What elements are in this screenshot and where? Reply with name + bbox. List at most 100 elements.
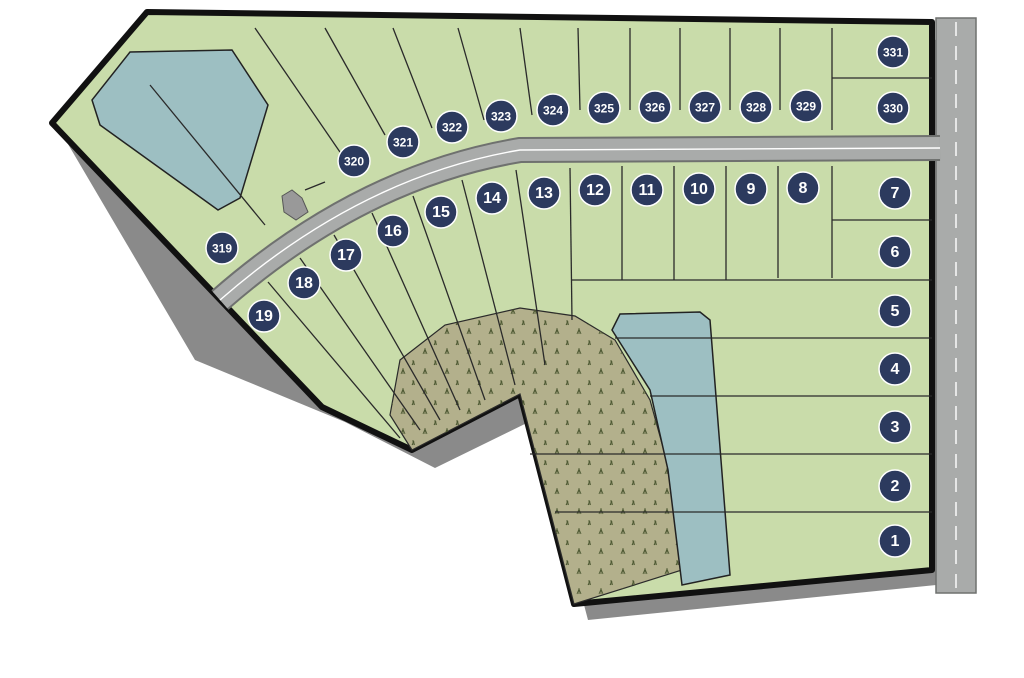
lot-badge-circle <box>205 231 239 265</box>
lot-number: 7 <box>891 185 900 202</box>
lot-number: 12 <box>586 182 604 199</box>
lot-badge-319[interactable]: 319 <box>205 231 239 265</box>
lot-number: 3 <box>891 419 900 436</box>
lot-badge-circle <box>587 91 621 125</box>
lot-badge-circle <box>329 238 363 272</box>
lot-badge-328[interactable]: 328 <box>739 90 773 124</box>
lot-badge-12[interactable]: 12 <box>578 173 612 207</box>
lot-badge-circle <box>484 99 518 133</box>
lot-badge-324[interactable]: 324 <box>536 93 570 127</box>
lot-badge-10[interactable]: 10 <box>682 172 716 206</box>
lot-badge-circle <box>247 299 281 333</box>
highway-east <box>935 17 977 594</box>
wetland-texture <box>390 308 682 604</box>
lot-badge-circle <box>878 352 912 386</box>
lot-number: 10 <box>690 181 708 198</box>
lot-badge-330[interactable]: 330 <box>876 91 910 125</box>
lot-lines <box>149 27 932 513</box>
lot-badge-320[interactable]: 320 <box>337 144 371 178</box>
lot-number: 326 <box>645 101 665 115</box>
lot-badge-8[interactable]: 8 <box>786 171 820 205</box>
lot-number: 19 <box>255 308 273 325</box>
lot-badge-circle <box>878 469 912 503</box>
lot-badge-15[interactable]: 15 <box>424 195 458 229</box>
lot-badge-circle <box>786 171 820 205</box>
lot-badge-3[interactable]: 3 <box>878 410 912 444</box>
lot-number: 14 <box>483 190 501 207</box>
lot-badge-circle <box>688 90 722 124</box>
lot-badge-331[interactable]: 331 <box>876 35 910 69</box>
lot-badge-18[interactable]: 18 <box>287 266 321 300</box>
lot-number: 6 <box>891 244 900 261</box>
lot-number: 323 <box>491 110 511 124</box>
lot-badge-circle <box>878 176 912 210</box>
lot-badge-circle <box>739 90 773 124</box>
lot-number: 331 <box>883 46 903 60</box>
lot-badge-329[interactable]: 329 <box>789 89 823 123</box>
lot-badge-circle <box>876 35 910 69</box>
lot-badge-circle <box>536 93 570 127</box>
lot-badge-9[interactable]: 9 <box>734 172 768 206</box>
lot-badge-circle <box>287 266 321 300</box>
lot-badge-circle <box>878 235 912 269</box>
lot-badge-circle <box>638 90 672 124</box>
lot-number: 321 <box>393 136 413 150</box>
lot-badge-14[interactable]: 14 <box>475 181 509 215</box>
lot-number: 327 <box>695 101 715 115</box>
lot-badge-11[interactable]: 11 <box>630 173 664 207</box>
lot-number: 324 <box>543 104 563 118</box>
lot-number: 329 <box>796 100 816 114</box>
lot-badge-6[interactable]: 6 <box>878 235 912 269</box>
lot-badge-circle <box>386 125 420 159</box>
lot-badge-322[interactable]: 322 <box>435 110 469 144</box>
main-road <box>211 135 941 310</box>
lot-badge-325[interactable]: 325 <box>587 91 621 125</box>
lot-badge-circle <box>878 294 912 328</box>
pond-northwest <box>91 49 269 211</box>
lot-badge-323[interactable]: 323 <box>484 99 518 133</box>
lot-number: 18 <box>295 275 313 292</box>
lot-badge-326[interactable]: 326 <box>638 90 672 124</box>
lot-badge-17[interactable]: 17 <box>329 238 363 272</box>
lot-badges: 1234567891011121314151617181931932032132… <box>205 35 912 558</box>
lot-number: 8 <box>799 180 808 197</box>
lot-badge-circle <box>475 181 509 215</box>
pond-southeast <box>611 311 731 586</box>
lot-badge-circle <box>682 172 716 206</box>
lot-badge-16[interactable]: 16 <box>376 214 410 248</box>
lot-badge-1[interactable]: 1 <box>878 524 912 558</box>
lot-number: 322 <box>442 121 462 135</box>
lot-number: 330 <box>883 102 903 116</box>
lot-badge-circle <box>630 173 664 207</box>
lot-badge-circle <box>876 91 910 125</box>
lot-badge-circle <box>424 195 458 229</box>
lot-badge-19[interactable]: 19 <box>247 299 281 333</box>
lot-number: 11 <box>639 182 656 199</box>
lot-badge-circle <box>878 524 912 558</box>
lot-number: 325 <box>594 102 614 116</box>
lot-badge-circle <box>734 172 768 206</box>
lot-badge-circle <box>789 89 823 123</box>
lot-number: 5 <box>891 303 900 320</box>
lot-number: 16 <box>384 223 402 240</box>
lot-number: 328 <box>746 101 766 115</box>
lot-badge-circle <box>878 410 912 444</box>
lot-badge-circle <box>578 173 612 207</box>
lot-number: 319 <box>212 242 232 256</box>
lot-badge-5[interactable]: 5 <box>878 294 912 328</box>
lot-badge-circle <box>435 110 469 144</box>
lot-badge-2[interactable]: 2 <box>878 469 912 503</box>
lot-number: 9 <box>747 181 756 198</box>
lot-badge-4[interactable]: 4 <box>878 352 912 386</box>
lot-number: 4 <box>891 361 900 378</box>
lot-number: 2 <box>891 478 900 495</box>
lot-number: 1 <box>891 533 900 550</box>
lot-number: 320 <box>344 155 364 169</box>
lot-badge-circle <box>376 214 410 248</box>
lot-badge-13[interactable]: 13 <box>527 176 561 210</box>
lot-badge-321[interactable]: 321 <box>386 125 420 159</box>
lot-badge-circle <box>527 176 561 210</box>
lot-badge-7[interactable]: 7 <box>878 176 912 210</box>
lot-badge-327[interactable]: 327 <box>688 90 722 124</box>
